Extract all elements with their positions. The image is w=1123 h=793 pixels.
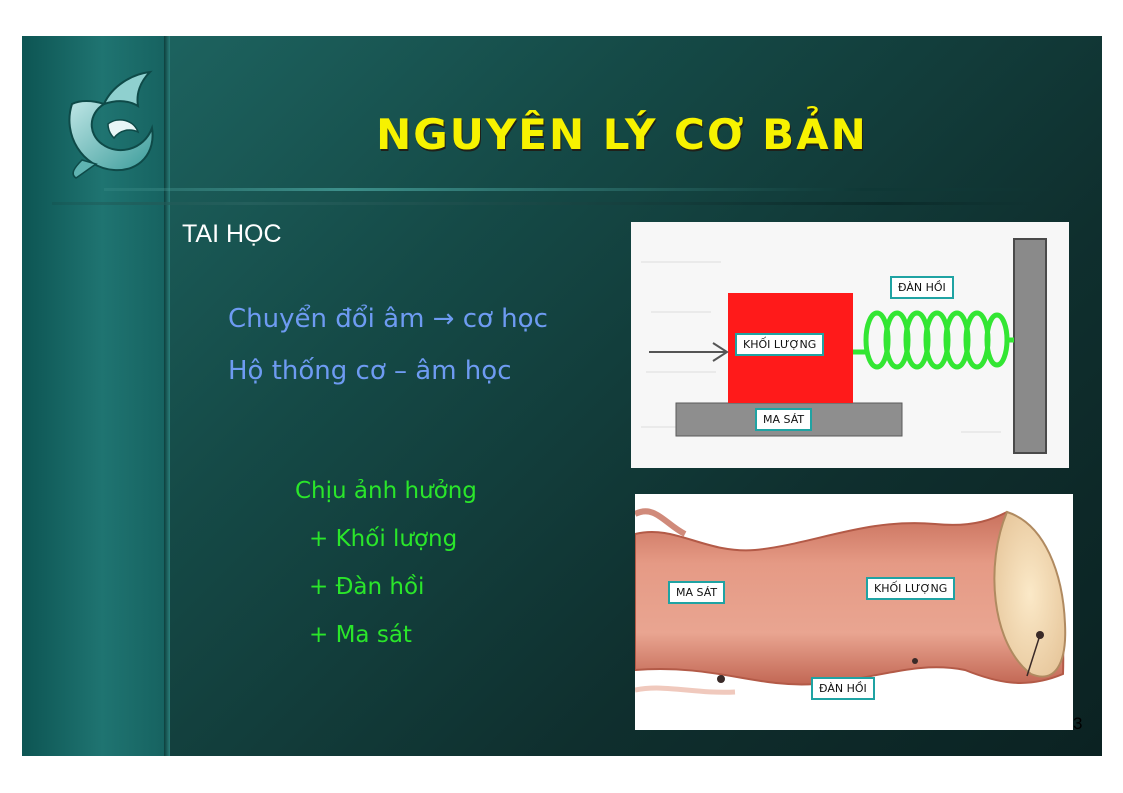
influence-item-elasticity: + Đàn hồi [309,574,425,600]
slide: NGUYÊN LÝ CƠ BẢN TAI HỌC Chuyển đổi âm →… [22,36,1102,756]
influence-title: Chịu ảnh hưởng [295,478,477,504]
influence-item-mass: + Khối lượng [309,526,458,552]
spring-label: ĐÀN HỒI [890,276,954,299]
slide-title: NGUYÊN LÝ CƠ BẢN [376,110,868,159]
left-band-edge [164,36,170,756]
mechanical-model-drawing [631,222,1069,468]
concept-line-1: Chuyển đổi âm → cơ học [228,304,548,334]
influence-item-friction: + Ma sát [309,622,412,648]
tissue-model-diagram: MA SÁT KHỐI LƯỢNG ĐÀN HỒI [635,494,1073,730]
wall [1013,238,1047,454]
mechanical-model-diagram: KHỐI LƯỢNG ĐÀN HỒI MA SÁT [631,222,1069,468]
friction-label: MA SÁT [755,408,813,431]
page-number: 3 [1073,714,1083,733]
tissue-friction-label: MA SÁT [668,581,726,604]
section-label: TAI HỌC [182,220,282,248]
title-divider-bottom [52,202,1032,205]
tissue-mass-label: KHỐI LƯỢNG [866,577,956,600]
tissue-elastic-label: ĐÀN HỒI [811,677,875,700]
dolphin-logo-icon [68,70,154,179]
concept-line-2: Hộ thống cơ – âm học [228,356,512,386]
title-divider-top [104,188,1054,191]
mass-label: KHỐI LƯỢNG [735,333,825,356]
arrow-right-icon [649,342,729,362]
spring-icon [853,310,1014,370]
